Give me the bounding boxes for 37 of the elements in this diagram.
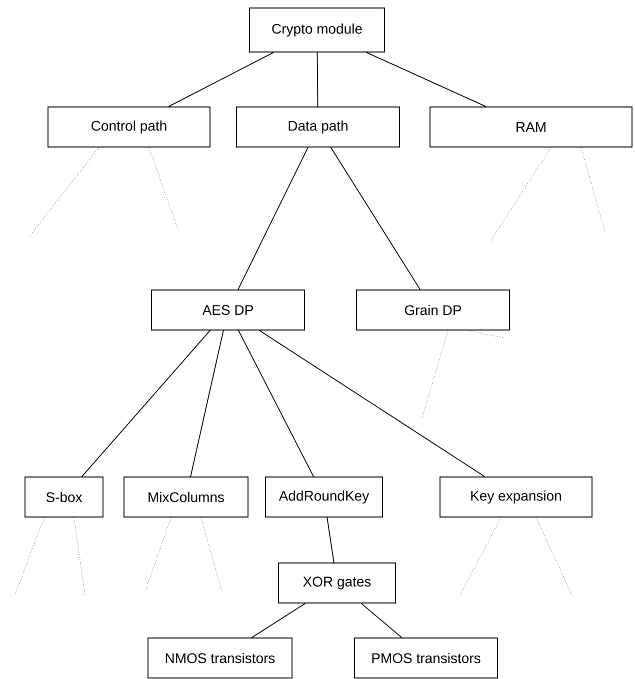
box: AddRoundKey [265, 476, 383, 518]
connector-line [190, 330, 224, 477]
connector-line [330, 147, 421, 290]
box: RAM [430, 106, 632, 148]
dotted-line [14, 517, 44, 596]
box: NMOS transistors [148, 638, 292, 678]
box: MixColumns [124, 476, 248, 518]
connector-line [366, 52, 486, 107]
dotted-line [460, 517, 502, 596]
connector-line [360, 603, 402, 638]
connector-line [316, 52, 318, 107]
box: Crypto module [249, 8, 385, 52]
box: Control path [48, 106, 210, 148]
connector-line [238, 330, 314, 477]
box: S-box [24, 476, 104, 518]
connector-line [81, 330, 211, 477]
dotted-line [28, 147, 100, 238]
dotted-line [200, 517, 222, 592]
dotted-line [490, 147, 552, 242]
box: Data path [236, 106, 400, 148]
connector-line [251, 603, 306, 638]
connector-line [326, 517, 334, 563]
box: Grain DP [356, 290, 510, 330]
dotted-line [580, 147, 606, 232]
dotted-line [74, 517, 86, 596]
dotted-line [536, 517, 572, 596]
connector-line [168, 52, 274, 107]
box: XOR gates [278, 562, 396, 604]
box: Key expansion [440, 476, 592, 518]
dotted-line [468, 330, 506, 338]
box: AES DP [151, 290, 305, 330]
dotted-line [422, 330, 448, 418]
connector-line [259, 330, 485, 477]
dotted-line [148, 147, 178, 230]
connector-line [238, 147, 308, 290]
box: PMOS transistors [354, 638, 498, 678]
dotted-line [144, 517, 172, 592]
